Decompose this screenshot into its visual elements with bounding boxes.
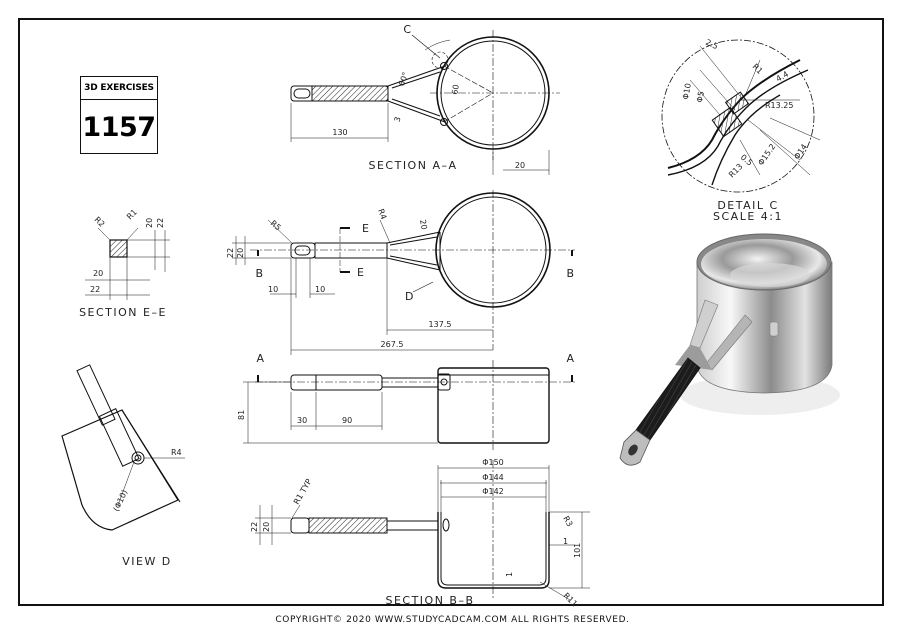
label-a-left: A	[256, 352, 265, 365]
dim-aa-60: 60	[450, 84, 461, 96]
dim-fv-30: 30	[297, 416, 307, 425]
dim-dc-14: Φ14	[792, 142, 809, 161]
dim-dc-10: Φ10	[681, 83, 693, 101]
label-c: C	[403, 23, 412, 36]
dim-ee-r1: R1	[125, 208, 139, 222]
dim-aa-3: 3	[393, 116, 403, 123]
section-aa-view	[290, 30, 560, 175]
dim-bb-r1typ: R1 TYP	[292, 477, 314, 506]
dim-dc-25: 2.5	[704, 38, 719, 52]
dim-vd-10: (Φ10)	[112, 488, 130, 512]
dim-aa-130: 130	[332, 128, 347, 137]
dim-dc-r13: R13	[727, 162, 745, 180]
dim-tv-20: 20	[418, 219, 429, 231]
dim-bb-142: Φ142	[482, 487, 504, 496]
drawing-border	[18, 18, 884, 606]
dim-bb-22: 22	[250, 522, 259, 532]
dim-ee-20b: 20	[93, 269, 103, 278]
label-b-right: B	[566, 267, 575, 280]
dim-bb-1a: 1	[563, 537, 568, 546]
plan-view	[232, 190, 575, 355]
dim-tv-r5: R5	[269, 219, 283, 233]
dim-tv-r4: R4	[376, 208, 388, 221]
dim-bb-1b: 1	[505, 572, 514, 577]
detail-c-scale: SCALE 4:1	[713, 210, 783, 223]
badge-number: 1157	[82, 111, 156, 143]
detail-c-title: DETAIL C	[717, 199, 778, 212]
dim-tv-10b: 10	[315, 285, 325, 294]
label-a-right: A	[566, 352, 575, 365]
dim-dc-5: Φ5	[695, 91, 706, 104]
copyright-notice: COPYRIGHT© 2020 WWW.STUDYCADCAM.COM ALL …	[275, 615, 630, 625]
section-ee-title: SECTION E–E	[79, 306, 167, 319]
dim-ee-22b: 22	[90, 285, 100, 294]
view-d	[61, 364, 185, 531]
dim-fv-90: 90	[342, 416, 352, 425]
exercise-badge: 3D EXERCISES 1157	[80, 76, 158, 154]
label-e-top: E	[362, 222, 370, 235]
dim-tv-22: 22	[226, 248, 235, 258]
label-e-bottom: E	[357, 266, 365, 279]
section-bb-title: SECTION B–B	[385, 594, 474, 607]
section-bb-view	[255, 460, 590, 601]
dim-vd-r4: R4	[171, 448, 182, 457]
dim-ee-r2: R2	[93, 215, 107, 229]
detail-c-view	[661, 39, 821, 193]
dim-bb-150: Φ150	[482, 458, 504, 467]
dim-fv-81: 81	[237, 410, 246, 420]
dim-ee-22a: 22	[156, 218, 165, 228]
dim-bb-144: Φ144	[482, 473, 504, 482]
dim-tv-1375: 137.5	[429, 320, 452, 329]
saucepan-3d-render	[619, 233, 840, 466]
section-aa-title: SECTION A–A	[368, 159, 457, 172]
dim-bb-r11: R11	[562, 591, 580, 609]
badge-title: 3D EXERCISES	[81, 77, 157, 100]
view-d-title: VIEW D	[122, 555, 172, 568]
front-view	[243, 360, 575, 450]
section-ee-view	[85, 227, 170, 300]
dim-ee-20a: 20	[145, 218, 154, 228]
dim-dc-r1325: R13.25	[765, 101, 793, 110]
dim-tv-2675: 267.5	[381, 340, 404, 349]
dim-aa-60deg: 60°	[397, 71, 410, 87]
dim-tv-20b: 20	[236, 248, 245, 258]
dim-tv-10a: 10	[268, 285, 278, 294]
label-b-left: B	[255, 267, 264, 280]
label-d: D	[405, 290, 415, 303]
dim-bb-101: 101	[573, 543, 582, 558]
dim-dc-r1: R1	[751, 62, 765, 76]
dim-bb-r3: R3	[561, 515, 574, 529]
dim-bb-20: 20	[262, 522, 271, 532]
dim-dc-152: Φ15.2	[756, 142, 777, 167]
dim-aa-20: 20	[515, 161, 525, 170]
